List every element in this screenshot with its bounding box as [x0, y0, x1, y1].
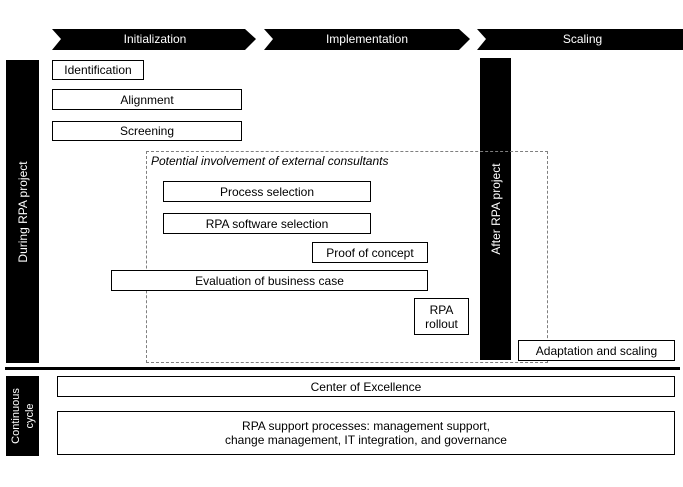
- process-selection-box: Process selection: [163, 181, 371, 202]
- identification-box: Identification: [52, 60, 144, 80]
- external-consultants-region: [146, 151, 548, 363]
- phase-label-initialization: Initialization: [123, 32, 187, 46]
- software-selection-box: RPA software selection: [163, 213, 371, 234]
- business-case-box: Evaluation of business case: [111, 270, 428, 291]
- during-project-label: During RPA project: [15, 160, 30, 263]
- rpa-rollout-line1: RPA: [429, 302, 454, 317]
- rpa-rollout-box: RPA rollout: [414, 298, 469, 335]
- support-processes-line1: RPA support processes: management suppor…: [242, 419, 490, 433]
- phase-arrows: [52, 29, 683, 50]
- phase-arrow-bar: Initialization Implementation Scaling: [0, 0, 683, 60]
- screening-box: Screening: [52, 121, 242, 141]
- phase-arrow-scaling: [477, 29, 683, 50]
- external-consultants-title: Potential involvement of external consul…: [151, 154, 389, 168]
- support-processes-box: RPA support processes: management suppor…: [57, 411, 675, 455]
- section-divider: [5, 367, 680, 370]
- rpa-rollout-line2: rollout: [425, 316, 458, 331]
- proof-of-concept-box: Proof of concept: [312, 242, 428, 263]
- phase-arrow-implementation: [264, 29, 470, 50]
- continuous-cycle-text: Continuous cycle: [9, 388, 36, 444]
- center-of-excellence-box: Center of Excellence: [57, 376, 675, 397]
- continuous-cycle-label: Continuous cycle: [9, 386, 37, 446]
- phase-arrow-initialization: [52, 29, 256, 50]
- continuous-cycle-bar: Continuous cycle: [6, 376, 39, 456]
- alignment-box: Alignment: [52, 89, 242, 110]
- adaptation-scaling-box: Adaptation and scaling: [518, 340, 675, 361]
- phase-label-scaling: Scaling: [562, 32, 603, 46]
- during-project-bar: During RPA project: [6, 60, 39, 363]
- phase-label-implementation: Implementation: [325, 32, 409, 46]
- support-processes-line2: change management, IT integration, and g…: [225, 433, 507, 447]
- after-project-bar: After RPA project: [480, 58, 511, 360]
